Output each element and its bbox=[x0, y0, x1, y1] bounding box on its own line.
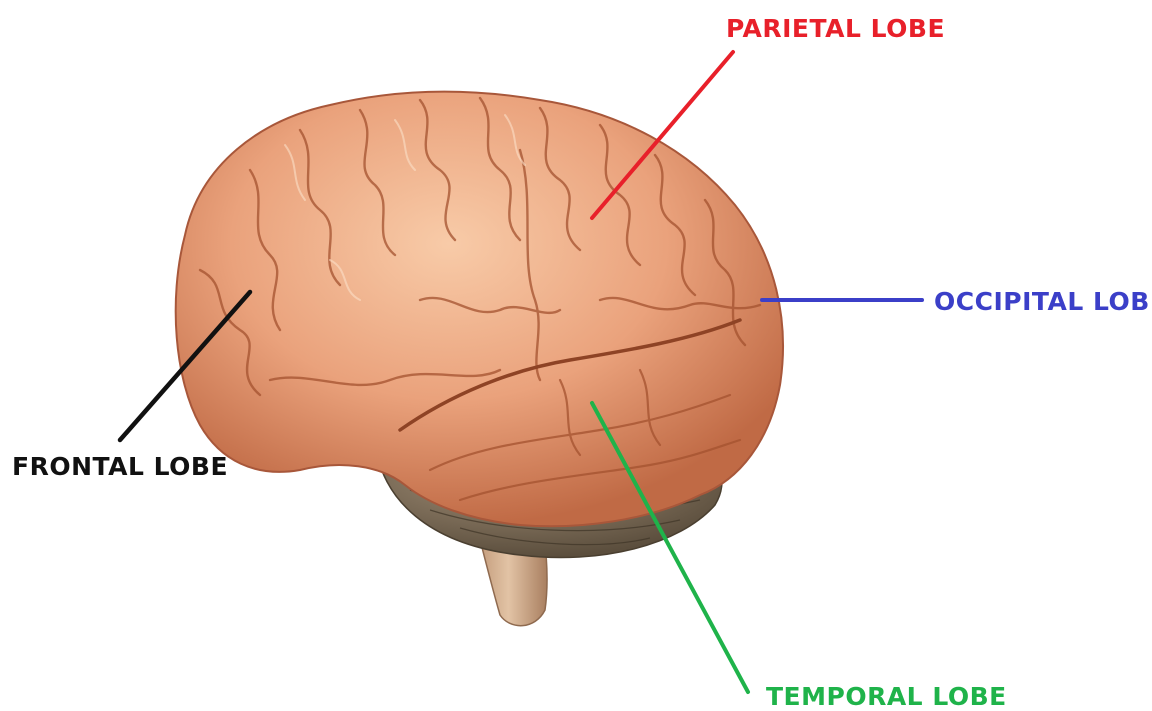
frontal-lobe-label: FRONTAL LOBE bbox=[12, 454, 228, 479]
temporal-lobe-label: TEMPORAL LOBE bbox=[766, 684, 1007, 709]
parietal-lobe-label: PARIETAL LOBE bbox=[726, 16, 945, 41]
occipital-lobe-label: OCCIPITAL LOBE bbox=[934, 289, 1152, 314]
cerebrum bbox=[176, 92, 783, 527]
